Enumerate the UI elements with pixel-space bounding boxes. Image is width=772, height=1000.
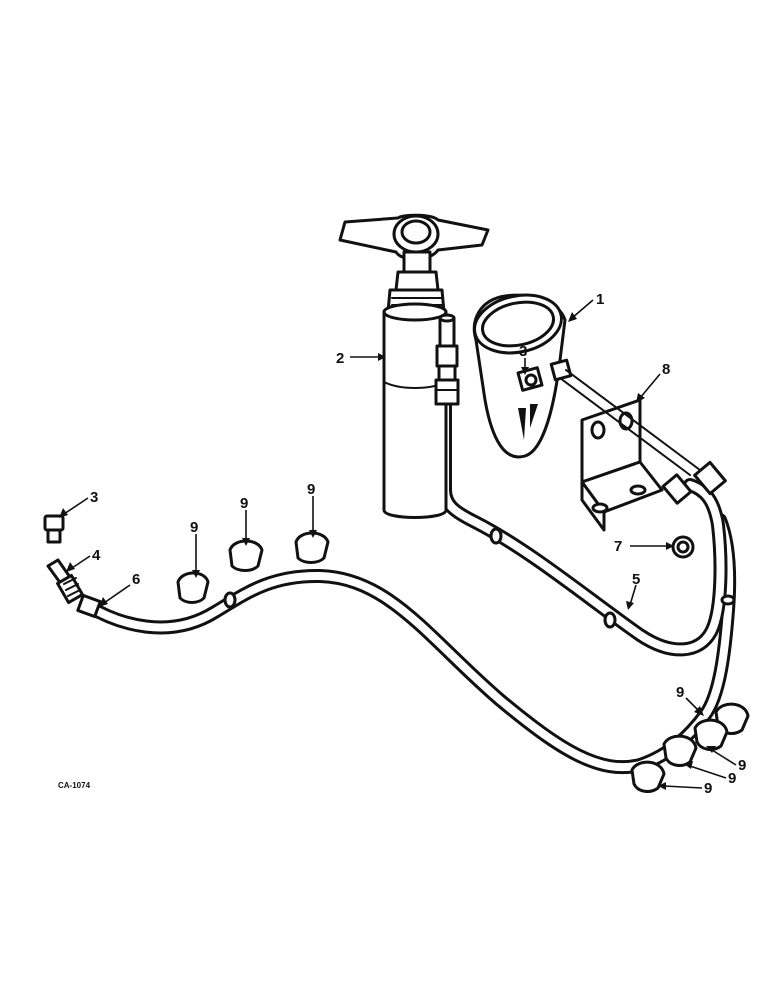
hose-joint [223,591,237,609]
callout-1: 1 [596,291,604,308]
hose-6 [81,513,737,775]
left-fittings [43,514,102,619]
tube-5 [223,393,736,657]
filter-bowl-1 [472,293,573,459]
grommet-7 [671,535,695,559]
callout-9: 9 [704,780,712,797]
callout-labels: 1 2 3 3 4 5 6 7 8 9 9 9 9 9 9 9 [90,291,746,797]
callout-6: 6 [132,571,140,588]
pump-cylinder-2 [338,213,490,519]
callout-9: 9 [190,519,198,536]
bracket-8 [580,398,664,532]
tube-joint [489,527,503,545]
fitting-stack [434,313,460,406]
callout-2: 2 [336,350,344,367]
tube-joint [603,611,617,629]
callout-9: 9 [307,481,315,498]
callout-8: 8 [662,361,670,378]
callout-9: 9 [738,757,746,774]
callout-4: 4 [92,547,101,564]
callout-leaders [59,299,737,790]
callout-9: 9 [676,684,684,701]
callout-5: 5 [632,571,640,588]
callout-7: 7 [614,538,622,555]
tube-fittings [559,369,727,505]
callout-3-left: 3 [90,489,98,506]
reference-code: CA-1074 [58,781,91,790]
hose-joint [720,594,736,606]
callout-3-upper: 3 [519,343,527,360]
clips-9 [176,531,750,793]
callout-9: 9 [240,495,248,512]
callout-9: 9 [728,770,736,787]
